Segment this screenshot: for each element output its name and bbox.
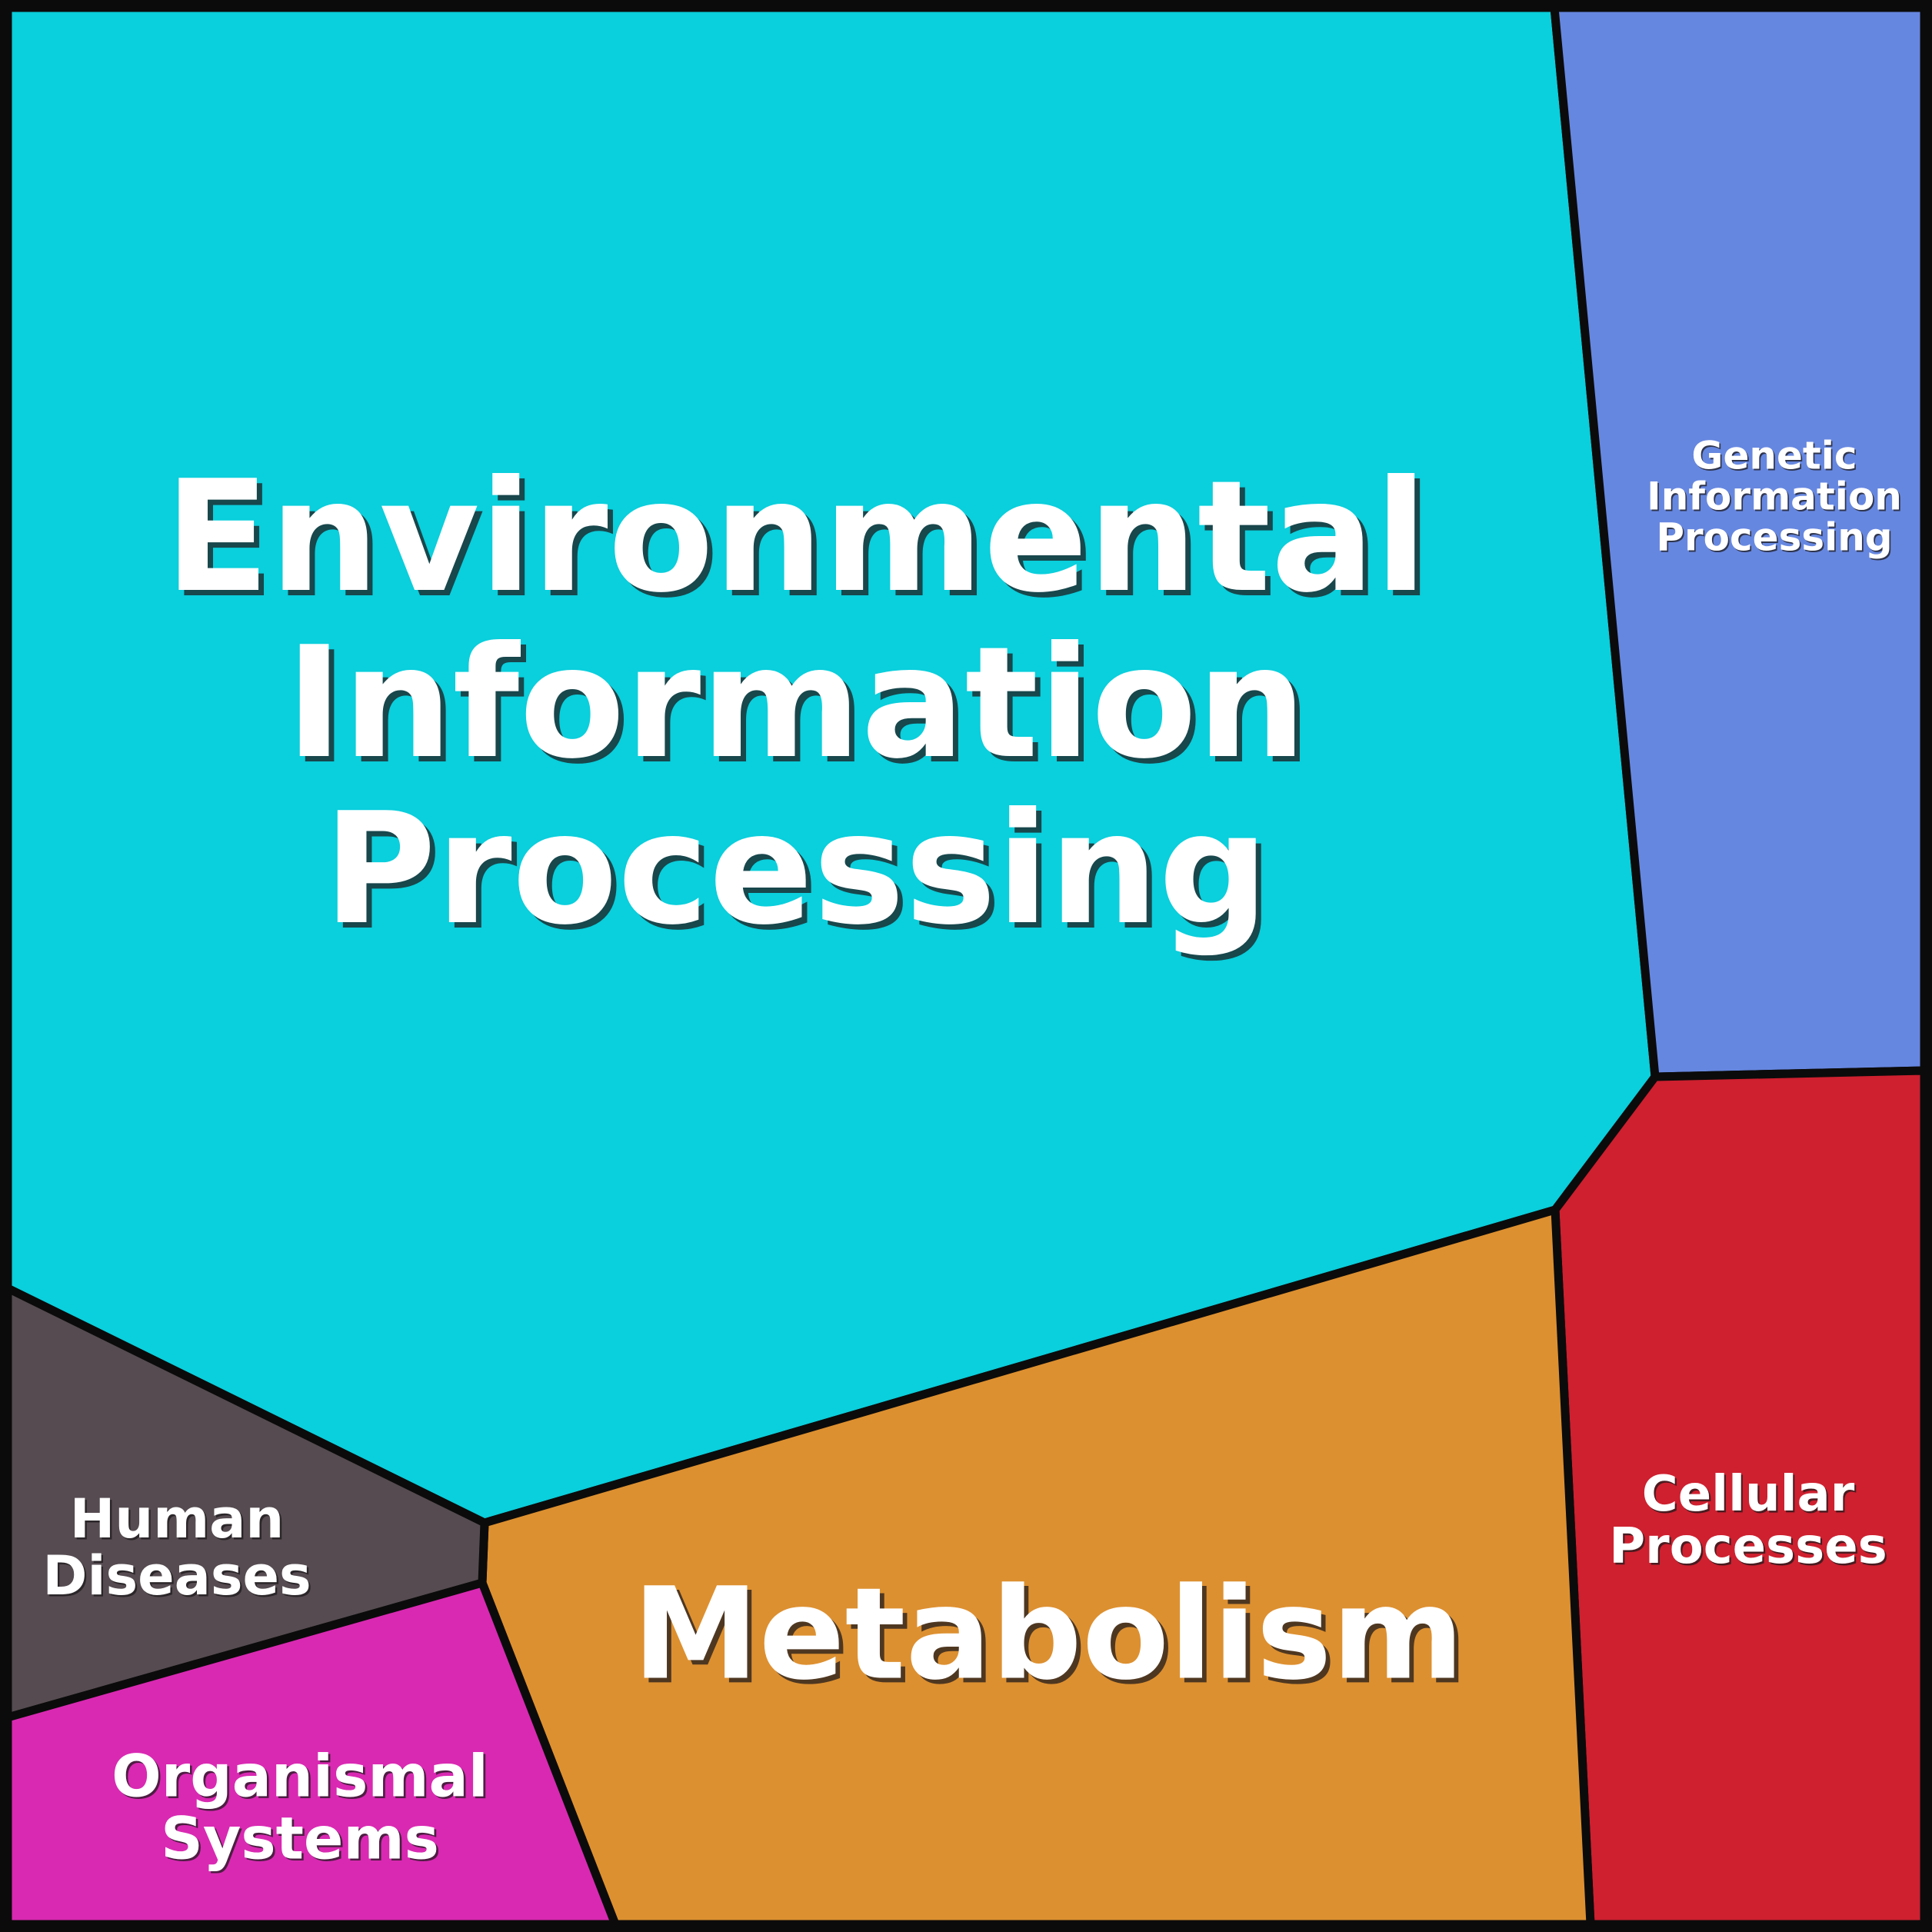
region-cellular-processes bbox=[1551, 1066, 1929, 1929]
